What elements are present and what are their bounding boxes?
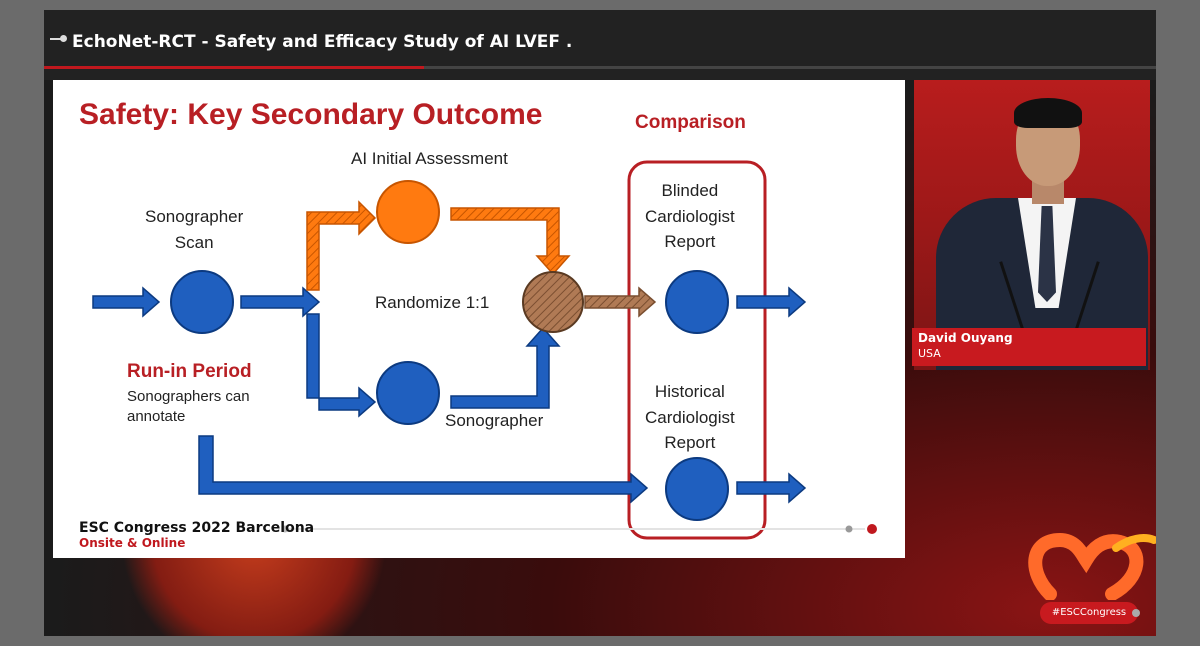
ai-initial-assessment-label: AI Initial Assessment xyxy=(351,149,508,168)
footer-dot-left xyxy=(281,525,289,533)
speaker-tie xyxy=(1038,206,1056,302)
blinded-circle xyxy=(665,270,729,334)
historical-circle xyxy=(665,457,729,521)
run-in-line2: annotate xyxy=(127,407,186,425)
comparison-box xyxy=(627,160,767,540)
title-progress xyxy=(44,66,424,69)
presentation-slide: Safety: Key Secondary Outcome Comparison… xyxy=(53,80,905,558)
footer-dot-red xyxy=(867,524,877,534)
scan-to-split-arrow xyxy=(240,286,321,318)
sonographer-circle xyxy=(376,361,440,425)
blinded-output-arrow xyxy=(736,286,807,318)
sonographer-to-randomize-arrow xyxy=(450,326,561,409)
session-title: EchoNet-RCT - Safety and Efficacy Study … xyxy=(72,32,573,52)
blinded-report-label: Blinded Cardiologist Report xyxy=(645,178,735,255)
sonographer-scan-line1: Sonographer xyxy=(145,207,244,226)
slide-title: Safety: Key Secondary Outcome xyxy=(79,98,543,131)
ai-circle xyxy=(376,180,440,244)
footer-dot-gray xyxy=(845,525,853,533)
title-bullet-line xyxy=(50,38,64,40)
speaker-name: David Ouyang xyxy=(918,331,1013,345)
sonographer-scan-line2: Scan xyxy=(174,232,214,252)
historical-line1: Historical xyxy=(654,382,725,401)
blinded-line3: Report xyxy=(664,232,716,251)
video-stage: EchoNet-RCT - Safety and Efficacy Study … xyxy=(44,10,1156,636)
sonographer-scan-label: Sonographer Scan xyxy=(145,204,243,255)
ai-branch-arrow xyxy=(306,200,377,291)
randomize-circle xyxy=(522,271,584,333)
historical-output-arrow xyxy=(736,472,807,504)
title-underline xyxy=(44,66,1156,69)
flow-diagram xyxy=(92,160,877,540)
title-bar: EchoNet-RCT - Safety and Efficacy Study … xyxy=(44,10,1156,80)
footer-subtitle: Onsite & Online xyxy=(79,536,186,550)
hashtag-badge: #ESCCongress xyxy=(1040,602,1138,624)
speaker-video xyxy=(914,80,1150,370)
ai-to-randomize-arrow xyxy=(450,207,571,276)
historical-line3: Report xyxy=(664,433,716,452)
speaker-hair xyxy=(1014,98,1082,128)
esc-heart-logo xyxy=(1028,532,1156,600)
speaker-country: USA xyxy=(918,347,941,360)
blinded-line2: Cardiologist xyxy=(645,206,735,226)
entry-arrow xyxy=(92,286,161,318)
historical-line2: Cardiologist xyxy=(645,407,735,427)
run-in-description: Sonographers can annotate xyxy=(127,387,250,426)
run-in-line1: Sonographers can xyxy=(127,388,250,405)
randomize-label: Randomize 1:1 xyxy=(375,293,490,312)
historical-report-label: Historical Cardiologist Report xyxy=(645,379,735,456)
hashtag-dot xyxy=(1132,609,1140,617)
blinded-line1: Blinded xyxy=(661,181,719,200)
footer-congress: ESC Congress 2022 Barcelona xyxy=(79,520,315,536)
speaker-name-tag: David Ouyang USA xyxy=(912,328,1146,366)
sonographer-branch-arrow xyxy=(306,313,377,418)
run-in-period-title: Run-in Period xyxy=(127,361,252,382)
randomize-to-blinded-arrow xyxy=(584,286,657,318)
title-bullet-dot xyxy=(60,35,67,42)
comparison-label: Comparison xyxy=(635,112,746,133)
run-in-arrow xyxy=(198,435,649,504)
sonographer-label: Sonographer xyxy=(445,411,544,430)
scan-circle xyxy=(170,270,234,334)
